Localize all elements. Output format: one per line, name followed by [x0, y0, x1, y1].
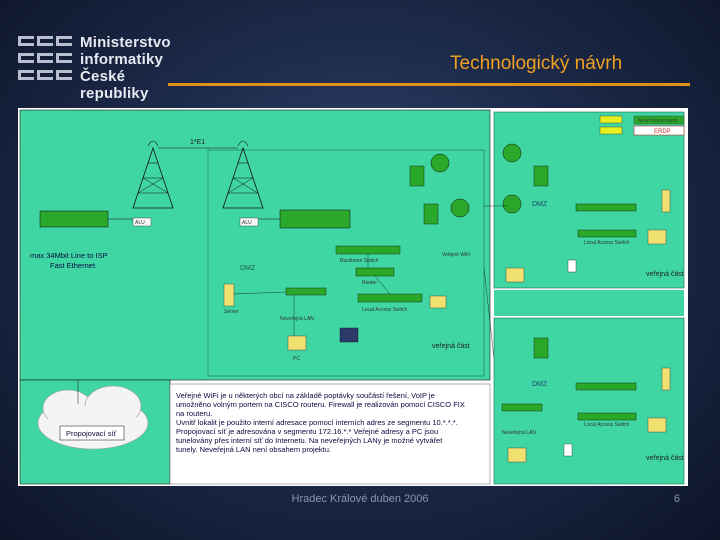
las-label-right-top: Local Access Switch: [584, 240, 630, 246]
isp-line-label-2: Fast Ethernet: [50, 261, 96, 270]
right-top-zone: [493, 111, 685, 289]
ant-device-4: [533, 337, 549, 359]
alu-label-left: ALU: [135, 220, 145, 226]
page-number: 6: [673, 493, 680, 505]
backbone-switch-device: [335, 245, 401, 255]
pc-icon-right-bottom: [647, 417, 667, 433]
logo-line-2: informatiky: [80, 51, 164, 68]
logo-mark-9: [56, 70, 72, 80]
ant-device-3: [533, 165, 549, 187]
phone-icon: [339, 327, 359, 343]
legend-box-erdp: [633, 125, 685, 136]
server-label: Server: [224, 309, 239, 315]
network-diagram: Nové financovaný ERDP 1*E1 ALU ALU max 3…: [18, 108, 688, 486]
note-line-3: na routeru.: [176, 409, 212, 418]
logo-mark-4: [18, 53, 34, 63]
phone-icon-right-top: [567, 259, 577, 273]
dmz-right-top-label: DMZ: [532, 201, 548, 208]
alu-label-mid: ALU: [242, 220, 252, 226]
logo-mark-1: [18, 36, 34, 46]
link-server: [233, 291, 287, 295]
ministry-logo: Ministerstvo informatiky České republiky: [18, 34, 178, 102]
router-device-right-bottom: [575, 382, 637, 391]
pc-icon-right-bottom-2: [507, 447, 527, 463]
note-line-4: Uvnitř lokalit je použito interní adresa…: [176, 418, 458, 427]
verejna-lan-label-right: Neveřejná LAN: [502, 430, 536, 436]
tower-left: [132, 140, 174, 209]
server-icon: [223, 283, 235, 307]
link-label-e1: 1*E1: [190, 139, 205, 146]
logo-mark-3: [56, 36, 72, 46]
ant-device-1: [409, 165, 425, 187]
note-line-6: tunelovány přes interní síť do Internetu…: [176, 436, 443, 445]
logo-line-1: Ministerstvo: [80, 34, 171, 51]
dish-icon-3: [502, 143, 522, 163]
note-line-1: Veřejné WiFi je u některých obcí na zákl…: [176, 391, 435, 400]
router-device-right-top: [575, 203, 637, 212]
wifi-pc-right-bottom: [661, 367, 671, 391]
link-router-las: [374, 275, 391, 295]
logo-mark-7: [18, 70, 34, 80]
local-access-switch-label-left: Local Access Switch: [362, 307, 408, 313]
dmz-right-bottom-label: DMZ: [532, 381, 548, 388]
legend-label-erdp: ERDP: [654, 129, 671, 135]
cloud-label-box: [59, 425, 125, 441]
verejna-cast-right-bottom: veřejná část: [646, 455, 684, 462]
logo-mark-8: [37, 70, 53, 80]
logo-line-3: České republiky: [80, 68, 149, 102]
right-mid-zone: [494, 290, 684, 316]
logo-mark-2: [37, 36, 53, 46]
dish-icon-4: [502, 194, 522, 214]
pc-label-left: PC: [293, 356, 300, 362]
las-device-right-top: [577, 229, 637, 238]
verejna-lan-label-left: Neveřejná LAN: [280, 316, 314, 322]
legend-swatch-erdp: [599, 126, 623, 135]
dmz-left-label: DMZ: [240, 265, 256, 272]
tower-mid: [222, 140, 264, 209]
note-box: [169, 383, 491, 485]
verejna-cast-label-left: veřejná část: [432, 343, 470, 350]
isp-line-label: max 34Mbit Line to ISP: [30, 251, 108, 260]
left-terminal-device: [39, 210, 109, 228]
link-right-bottom: [483, 267, 495, 359]
note-line-5: Propojovací síť je adresována v segmentu…: [176, 427, 438, 436]
pc-icon-left: [287, 335, 307, 351]
phone-icon-right-bottom: [563, 443, 573, 457]
las-device-right-bottom: [577, 412, 637, 421]
slide-title: Technologický návrh: [450, 53, 623, 74]
alu-box-left: [132, 217, 152, 227]
backbone-switch-label: Backbone Switch: [340, 258, 379, 264]
dmz-device-main: [279, 209, 351, 229]
logo-mark-5: [37, 53, 53, 63]
legend-box-new: [633, 115, 685, 125]
verejna-cast-right-top: veřejná část: [646, 271, 684, 278]
legend-label-new: Nové financovaný: [638, 118, 678, 124]
title-underline: [168, 83, 690, 86]
router-device-left: [355, 267, 395, 277]
dish-icon-1: [430, 153, 450, 173]
cloud-label: Propojovací síť: [66, 429, 117, 438]
las-label-right-bottom: Local Access Switch: [584, 422, 630, 428]
pc-icon-wifi: [429, 295, 447, 309]
alu-box-mid: [239, 217, 259, 227]
dish-icon-2: [450, 198, 470, 218]
verejne-wifi-label: Veřejné WiFi: [442, 252, 470, 258]
logo-mark-6: [56, 53, 72, 63]
router-label-left: Router: [362, 280, 377, 286]
legend-swatch-new: [599, 115, 623, 124]
footer-location-date: Hradec Králové duben 2006: [291, 493, 429, 505]
server-switch-right-bottom: [501, 403, 543, 412]
pc-icon-right-top: [647, 229, 667, 245]
note-line-2: umožněno volným portem na CISCO routeru.…: [176, 400, 465, 409]
wifi-pc-right-top: [661, 189, 671, 213]
server-switch-device: [285, 287, 327, 296]
local-access-switch-left: [357, 293, 423, 303]
ant-device-2: [423, 203, 439, 225]
network-diagram-svg: Nové financovaný ERDP 1*E1 ALU ALU max 3…: [18, 108, 688, 486]
note-line-7: tunely. Neveřejná LAN není obsahem proje…: [176, 445, 331, 454]
pc-icon-right-top-2: [505, 267, 525, 283]
